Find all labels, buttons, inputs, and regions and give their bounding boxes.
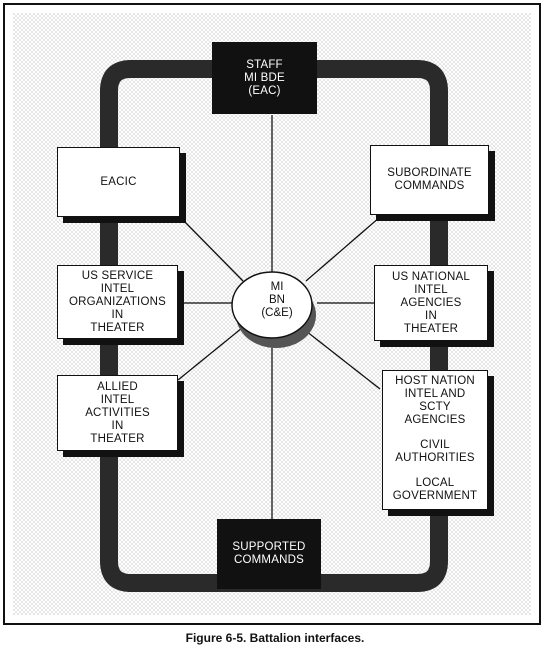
node-subordinate-commands-label: SUBORDINATE COMMANDS (387, 167, 472, 192)
node-supported-commands-label: SUPPORTED COMMANDS (232, 541, 306, 566)
figure-frame: MI BN (C&E) STAFF MI BDE (EAC) SUPPORTED… (3, 3, 541, 625)
node-us-service-intel: US SERVICE INTEL ORGANIZATIONS IN THEATE… (57, 265, 178, 339)
spoke-allied (177, 327, 243, 381)
hub-circle (231, 271, 313, 339)
node-us-national-intel: US NATIONAL INTEL AGENCIES IN THEATER (374, 265, 488, 341)
node-civil-authorities-label: CIVIL AUTHORITIES (395, 439, 475, 464)
node-host-nation: HOST NATION INTEL AND SCTY AGENCIES CIVI… (382, 370, 488, 510)
node-allied-intel-label: ALLIED INTEL ACTIVITIES IN THEATER (85, 380, 150, 445)
connector-ring (100, 60, 448, 592)
node-subordinate-commands: SUBORDINATE COMMANDS (370, 145, 489, 215)
spokes (177, 115, 381, 525)
node-us-national-intel-label: US NATIONAL INTEL AGENCIES IN THEATER (391, 270, 471, 335)
figure-caption: Figure 6-5. Battalion interfaces. (185, 631, 365, 645)
spoke-eacic (179, 216, 244, 282)
node-allied-intel: ALLIED INTEL ACTIVITIES IN THEATER (57, 375, 178, 451)
node-supported-commands: SUPPORTED COMMANDS (217, 519, 321, 589)
spoke-host-nation (305, 330, 381, 390)
node-staff-mi-bde-label: STAFF MI BDE (EAC) (244, 58, 285, 97)
node-eacic: EACIC (57, 147, 180, 217)
hub-label: MI BN (C&E) (261, 281, 293, 319)
node-host-nation-agencies-label: HOST NATION INTEL AND SCTY AGENCIES (395, 375, 475, 426)
node-eacic-label: EACIC (100, 175, 137, 188)
node-local-government-label: LOCAL GOVERNMENT (392, 477, 478, 502)
node-us-service-intel-label: US SERVICE INTEL ORGANIZATIONS IN THEATE… (69, 269, 166, 334)
spoke-subordinate (305, 216, 381, 282)
node-staff-mi-bde: STAFF MI BDE (EAC) (212, 42, 317, 114)
